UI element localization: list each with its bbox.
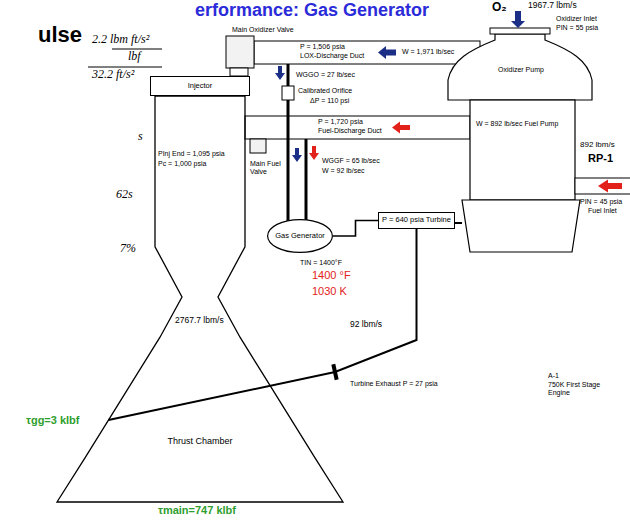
flow-rate: WGGF = 65 lb/sec <box>322 157 380 165</box>
inlet-label: Fuel Inlet <box>588 207 617 215</box>
pressure-label: PIN = 55 psia <box>556 24 598 32</box>
engine-id: A-1 <box>548 372 559 380</box>
pressure-label: P = 1,720 psia <box>318 118 363 126</box>
pressure-label: PIN = 45 psia <box>580 198 622 206</box>
flow-rate: 92 lbm/s <box>350 320 382 330</box>
gas-generator-outline <box>268 220 333 253</box>
node-label: Gas Generator <box>275 232 325 241</box>
thrust-chamber: Thrust Chamber <box>55 96 345 502</box>
gas-generator-circle: Gas Generator <box>267 219 333 253</box>
flow-rate: 1967.7 lbm/s <box>528 1 577 11</box>
slide-title: erformance: Gas Generator <box>195 0 429 21</box>
flow-rate: WGGO = 27 lb/sec <box>296 71 355 79</box>
duct-label: LOX-Discharge Duct <box>300 52 364 60</box>
valve-label: Main Oxidizer Valve <box>232 26 294 34</box>
flow-rate: W = 92 lb/sec <box>322 167 365 175</box>
pressure-label: PInj End = 1,095 psia <box>158 150 225 158</box>
flow-rate: 892 lbm/s <box>580 140 615 149</box>
pump-label: Oxidizer Pump <box>498 66 544 74</box>
propellant-name: O₂ <box>492 1 507 15</box>
equation-term: 7% <box>120 242 136 256</box>
inlet-flange <box>490 28 550 34</box>
flow-arrow <box>292 148 302 162</box>
inlet-label: Oxidizer Inlet <box>556 15 597 23</box>
hot-gas-duct <box>333 221 378 237</box>
flow-arrow <box>598 180 622 193</box>
flow-arrow <box>392 122 410 134</box>
turbine-exhaust-duct <box>108 229 416 420</box>
flow-rate: 2767.7 lbm/s <box>174 316 225 326</box>
equation-term: lbf <box>128 50 141 64</box>
pressure-drop: ΔP = 110 psi <box>310 97 349 105</box>
flow-arrow <box>309 146 319 160</box>
turbine-casing <box>462 200 580 252</box>
injector-box: Injector <box>150 76 250 96</box>
nozzle-outline <box>57 96 343 502</box>
equation-term: s <box>138 130 143 144</box>
orifice-label: Calibrated Orifice <box>298 87 352 95</box>
engine-label: 750K First Stage Engine <box>548 381 610 397</box>
calibrated-orifice <box>282 86 294 100</box>
pressure-label: Pc = 1,000 psia <box>158 160 206 168</box>
heading-fragment: ulse <box>38 22 82 47</box>
fuel-inlet-duct <box>575 178 630 194</box>
flow-rate: W = 1,971 lb/sec <box>402 48 454 56</box>
box-outline <box>151 77 250 96</box>
duct-label: Fuel-Discharge Duct <box>318 127 382 135</box>
equation-term: 62s <box>116 188 133 202</box>
thrust-value: τgg=3 klbf <box>26 414 80 427</box>
equation-term: 32.2 ft/s² <box>92 68 134 82</box>
node-label: Thrust Chamber <box>167 436 232 446</box>
oxidizer-pump <box>448 34 592 100</box>
thrust-value: τmain=747 klbf <box>158 504 236 517</box>
temperature-value: 1030 K <box>312 285 347 298</box>
main-oxidizer-valve <box>226 36 254 68</box>
node-label: P = 640 psia Turbine <box>382 216 451 225</box>
lox-discharge-duct <box>254 41 480 64</box>
temperature-value: 1400 °F <box>312 269 351 282</box>
pressure-label: P = 1,506 psia <box>300 43 345 51</box>
propellant-name: RP-1 <box>588 152 613 165</box>
exhaust-label: Turbine Exhaust P = 27 psia <box>350 380 438 388</box>
flow-arrow <box>275 66 285 80</box>
flow-arrow <box>511 11 525 28</box>
fuel-discharge-duct <box>245 116 470 139</box>
node-label: Injector <box>188 82 213 91</box>
pump-label: W = 892 lb/sec Fuel Pump <box>476 120 570 128</box>
box-outline <box>379 213 455 229</box>
fuel-pump <box>470 100 575 200</box>
oxidizer-feed <box>230 68 248 76</box>
temperature-label: TIN = 1400°F <box>300 259 342 267</box>
turbine-box: P = 640 psia Turbine <box>378 212 455 229</box>
gg-fuel-line <box>305 139 308 226</box>
valve-label: Main Fuel Valve <box>250 160 284 176</box>
main-fuel-valve <box>250 139 266 153</box>
equation-term: 2.2 lbm ft/s² <box>92 33 149 47</box>
flow-arrow <box>378 46 396 59</box>
